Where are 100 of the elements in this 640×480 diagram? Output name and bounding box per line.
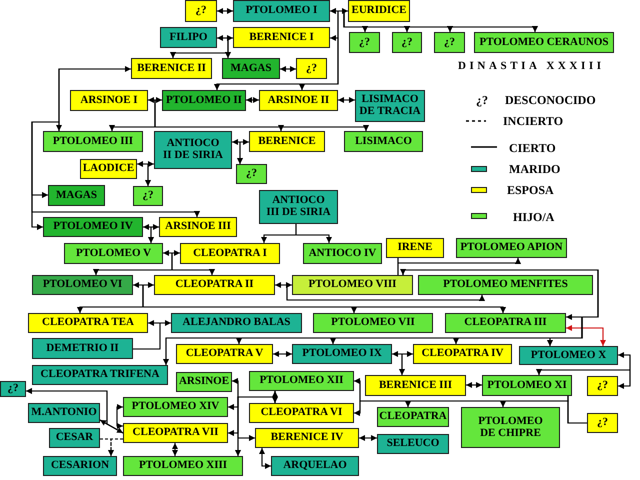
double-arrow xyxy=(275,282,292,288)
person-box: PTOLOMEO MENFITES xyxy=(418,275,593,295)
person-box: ANTIOCO III DE SIRIA xyxy=(259,190,338,224)
person-box: BERENICE I xyxy=(233,27,330,48)
arrow xyxy=(397,258,521,275)
person-box: CLEOPATRA VI xyxy=(249,403,354,423)
arrow xyxy=(108,438,123,456)
double-arrow xyxy=(148,320,171,326)
double-arrow xyxy=(163,250,180,256)
person-box: MAGAS xyxy=(48,185,105,206)
person-box: CLEOPATRA TEA xyxy=(28,313,148,333)
person-box: ¿? xyxy=(296,58,327,79)
person-box: LAODICE xyxy=(80,159,137,179)
double-arrow xyxy=(330,8,339,41)
person-box: ARSINOE xyxy=(176,372,232,392)
person-box: EURIDICE xyxy=(348,0,410,22)
double-arrow xyxy=(172,443,178,456)
double-arrow xyxy=(272,391,278,403)
person-box: ANTIOCO IV xyxy=(303,243,382,264)
person-box: CLEOPATRA II xyxy=(154,275,275,295)
arrow xyxy=(100,438,114,456)
person-box: ¿? xyxy=(392,32,422,53)
double-arrow xyxy=(143,224,159,230)
arrow xyxy=(148,226,159,243)
person-box: PTOLOMEO APION xyxy=(456,238,567,258)
person-box: BERENICE IV xyxy=(255,428,359,448)
person-box: PTOLOMEO I xyxy=(233,0,330,22)
arrow xyxy=(536,369,631,387)
double-arrow xyxy=(116,404,123,429)
person-box: PTOLOMEO III xyxy=(43,131,143,152)
person-box: BERENICE III xyxy=(365,375,466,396)
double-arrow xyxy=(133,282,154,288)
double-arrow xyxy=(280,66,296,72)
person-box: PTOLOMEO XIII xyxy=(123,456,243,476)
person-box: PTOLOMEO IX xyxy=(292,344,392,364)
arrow xyxy=(225,37,233,58)
person-box: SELEUCO xyxy=(377,434,449,454)
legend-label: ESPOSA xyxy=(507,183,554,197)
person-box: CLEOPATRA IV xyxy=(413,344,512,364)
person-box: ¿? xyxy=(434,32,465,53)
person-box: CLEOPATRA xyxy=(377,407,449,427)
person-box: ARQUELAO xyxy=(271,456,359,476)
person-box: CLEOPATRA I xyxy=(180,243,280,264)
arrow xyxy=(295,224,332,243)
arrow xyxy=(500,400,587,424)
double-arrow xyxy=(392,351,413,357)
double-arrow xyxy=(273,351,292,357)
person-box: LISIMACO DE TRACIA xyxy=(355,90,425,122)
person-box: PTOLOMEO IV xyxy=(43,217,143,237)
arrow xyxy=(171,252,215,275)
person-box: ¿? xyxy=(133,186,163,206)
arrow xyxy=(31,121,200,217)
person-box: IRENE xyxy=(386,238,444,258)
person-box: PTOLOMEO XII xyxy=(249,371,354,391)
person-box: PTOLOMEO XIV xyxy=(123,397,228,417)
arrow xyxy=(145,163,154,186)
double-arrow xyxy=(148,97,162,103)
unknown-symbol: ¿? xyxy=(476,93,488,107)
double-arrow xyxy=(137,161,154,167)
person-box: LISIMACO xyxy=(344,131,423,152)
person-box: PTOLOMEO V xyxy=(64,243,163,264)
person-box: CLEOPATRA VII xyxy=(123,423,228,443)
person-box: PTOLOMEO VI xyxy=(32,275,133,295)
double-arrow xyxy=(338,97,355,103)
double-arrow xyxy=(100,420,124,434)
legend-label: CIERTO xyxy=(509,141,556,155)
person-box: CLEOPATRA V xyxy=(176,344,273,364)
person-box: PTOLOMEO XI xyxy=(482,375,572,396)
person-box: ¿? xyxy=(587,376,618,396)
legend-label: DESCONOCIDO xyxy=(505,93,596,107)
double-arrow xyxy=(246,97,259,103)
title: DINASTIA XXXIII xyxy=(458,60,605,73)
person-box: CLEOPATRA TRIFENA xyxy=(32,365,168,385)
person-box: ARSINOE I xyxy=(70,90,148,111)
double-arrow xyxy=(56,66,131,131)
double-arrow xyxy=(566,325,606,346)
double-arrow xyxy=(232,139,249,145)
person-box: ¿? xyxy=(0,381,26,397)
person-box: M.ANTONIO xyxy=(28,403,100,423)
arrow xyxy=(26,388,124,434)
person-box: CLEOPATRA III xyxy=(445,313,566,333)
person-box: MAGAS xyxy=(222,58,280,79)
person-box: CESARION xyxy=(43,456,117,476)
person-box: DEMETRIO II xyxy=(32,338,133,359)
double-arrow xyxy=(259,448,271,469)
person-box: ALEJANDRO BALAS xyxy=(171,313,302,333)
person-box: PTOLOMEO DE CHIPRE xyxy=(461,407,560,448)
person-box: ¿? xyxy=(587,413,618,433)
legend-label: INCIERTO xyxy=(503,114,564,128)
double-arrow xyxy=(359,435,377,441)
person-box: BERENICE II xyxy=(131,58,212,79)
double-arrow xyxy=(217,8,233,14)
double-arrow xyxy=(466,382,482,388)
person-box: CESAR xyxy=(49,428,100,448)
double-arrow xyxy=(217,35,233,41)
arrow xyxy=(237,141,249,164)
person-box: ¿? xyxy=(349,32,380,53)
legend-label: HIJO/A xyxy=(513,210,554,224)
arrow xyxy=(547,316,583,346)
person-box: ANTIOCO II DE SIRIA xyxy=(154,131,232,169)
